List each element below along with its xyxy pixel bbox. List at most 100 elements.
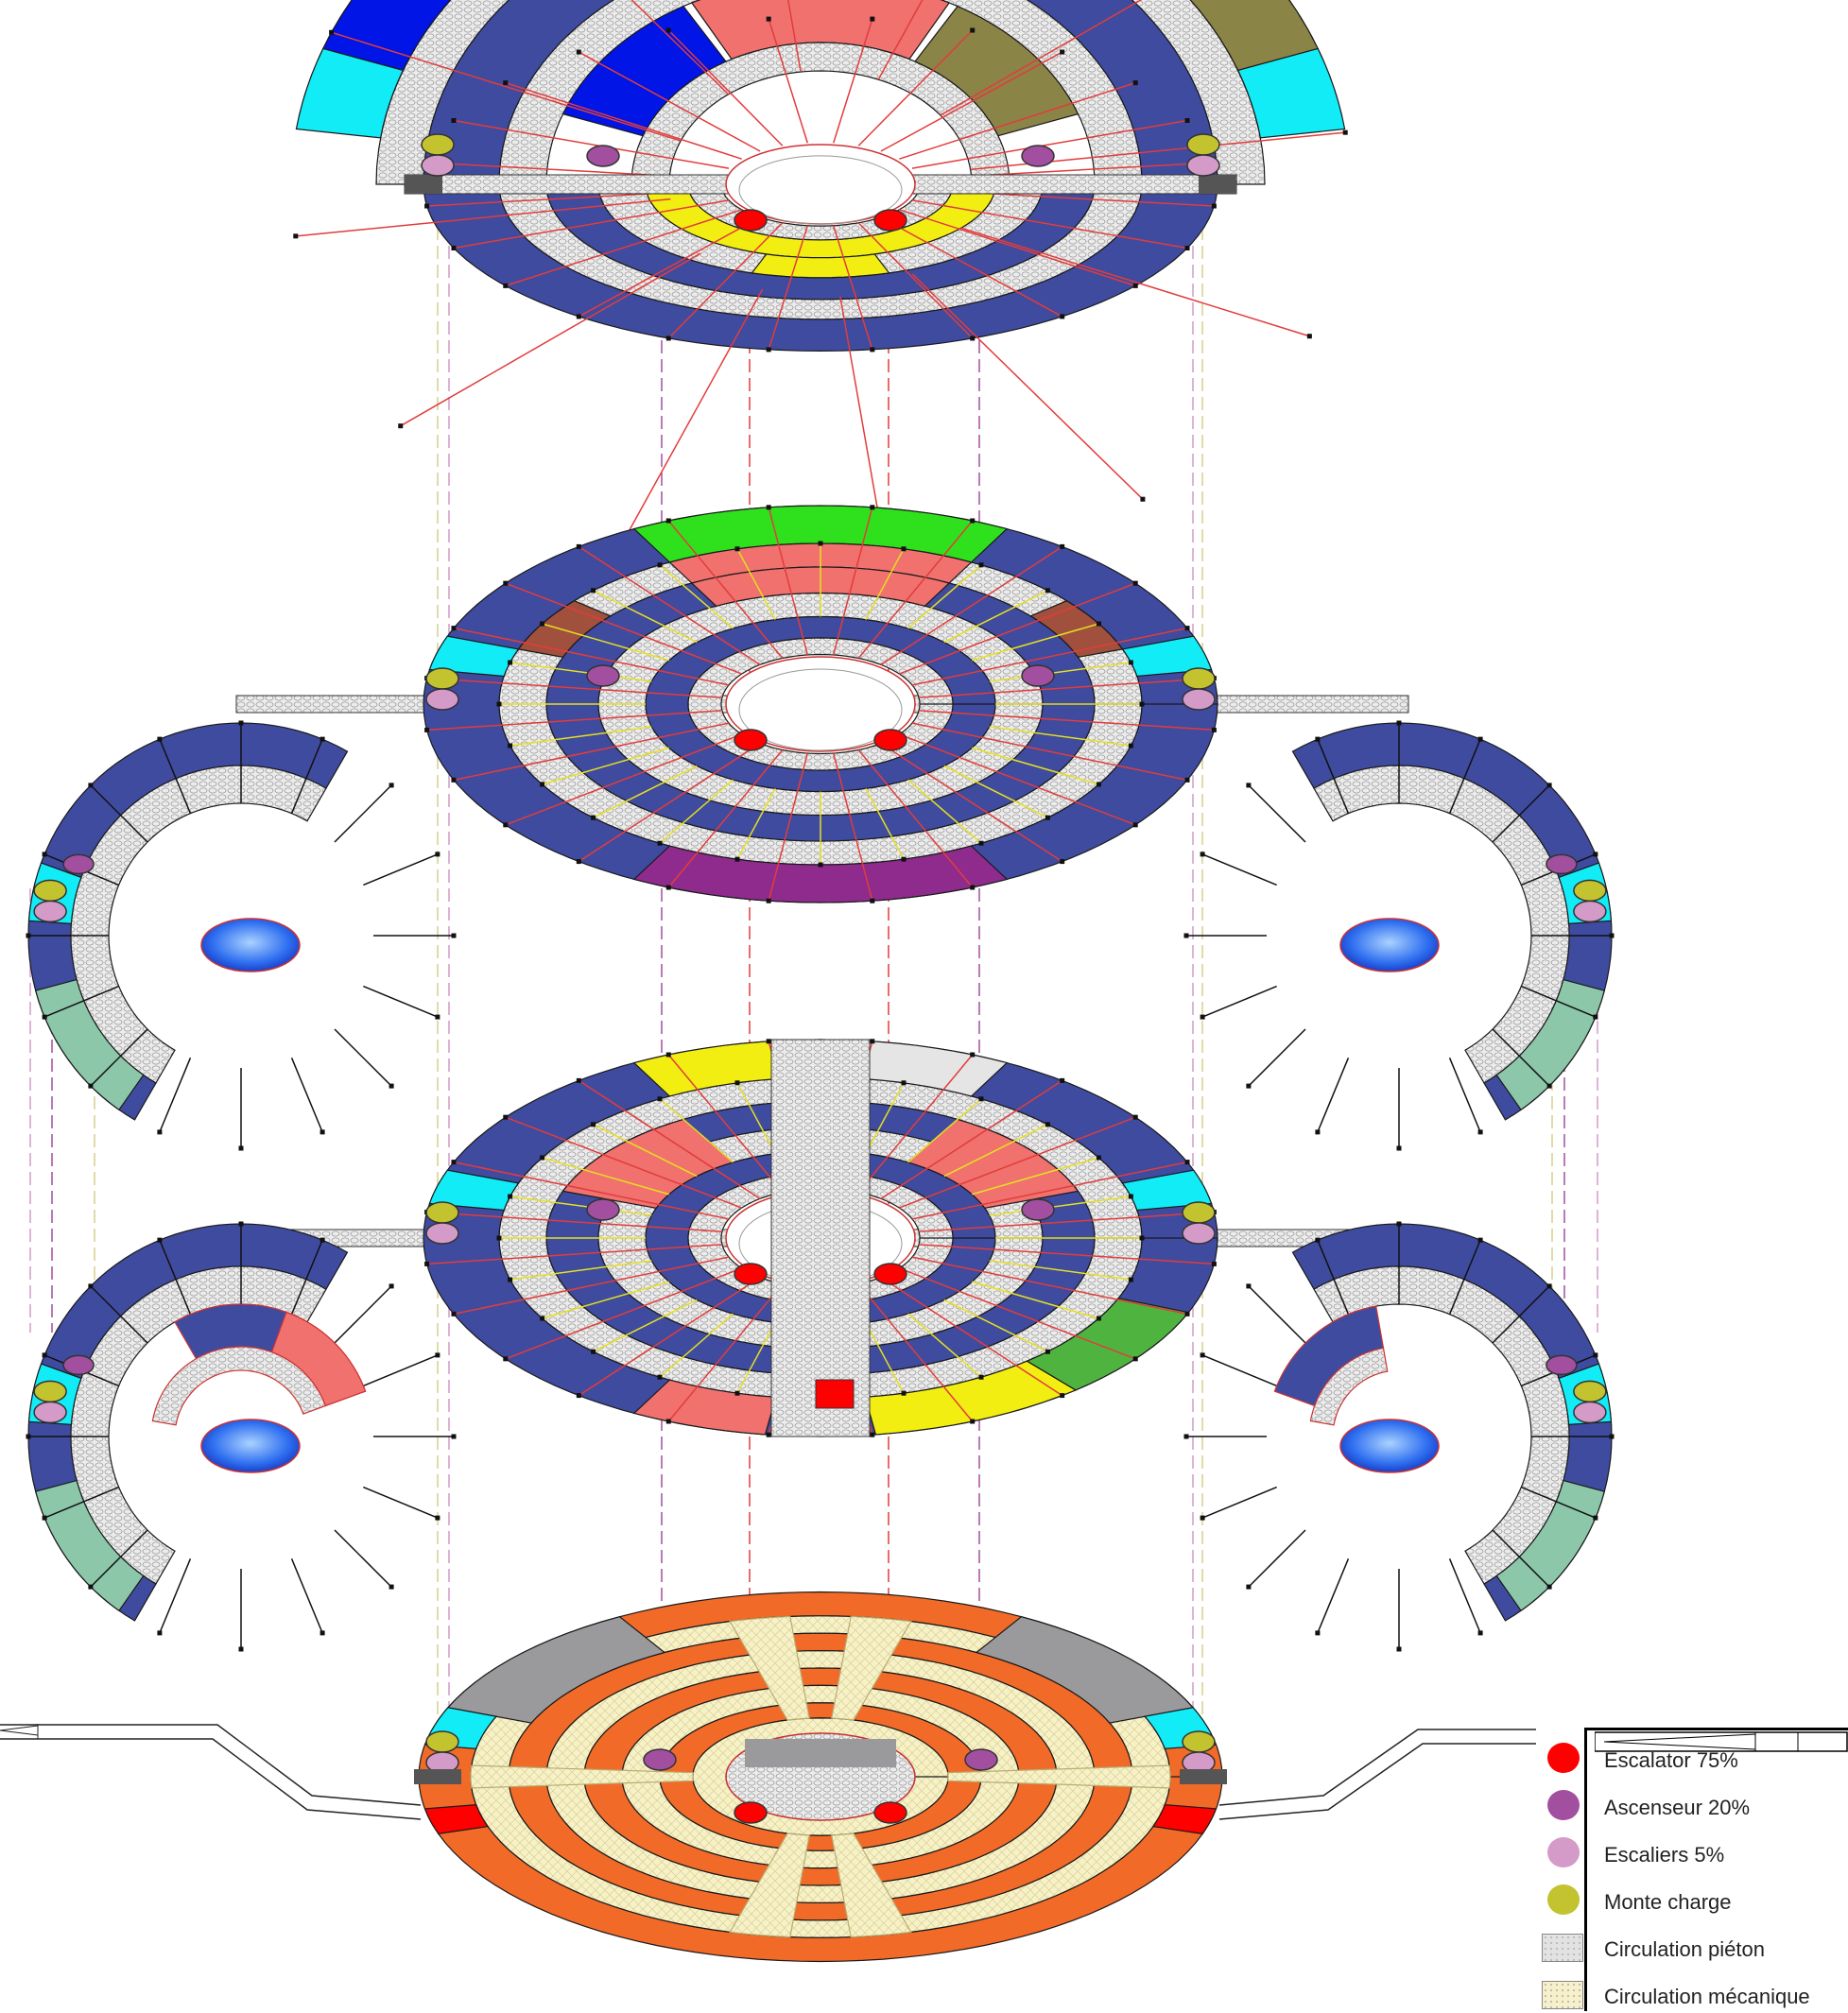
- radial-divider: [505, 582, 742, 675]
- radial-divider: [159, 1058, 192, 1133]
- node-marker: [1342, 129, 1348, 135]
- node-marker: [665, 336, 671, 341]
- node-marker: [238, 1145, 244, 1151]
- radial-divider: [857, 749, 974, 888]
- water-pool: [200, 1419, 301, 1473]
- radial-divider: [1248, 1529, 1306, 1588]
- radial-divider: [899, 1267, 1136, 1360]
- node-marker: [1211, 203, 1217, 209]
- radial-divider: [659, 564, 734, 629]
- wing-corridor: [70, 765, 327, 1084]
- radial-divider: [943, 1299, 1048, 1352]
- node-marker: [503, 1356, 509, 1362]
- radial-divider: [736, 548, 776, 621]
- elevator-right: [1021, 1198, 1055, 1221]
- stairs-marker: [1186, 154, 1220, 177]
- node-marker: [503, 580, 509, 586]
- elevator-right: [1021, 664, 1055, 687]
- upper-olive: [914, 5, 1079, 137]
- wing-teal-unit: [34, 1479, 145, 1612]
- dark-green-unit: [1026, 1298, 1190, 1391]
- node-marker: [970, 27, 976, 33]
- radial-divider: [880, 545, 1063, 665]
- radial-divider: [426, 710, 722, 731]
- node-marker: [978, 840, 984, 846]
- radial-divider: [907, 1098, 982, 1163]
- node-marker: [26, 1434, 31, 1439]
- node-marker: [766, 347, 771, 353]
- node-marker: [591, 815, 596, 820]
- node-marker: [503, 80, 509, 86]
- upper-blue: [561, 5, 727, 137]
- node-marker: [970, 885, 976, 890]
- wing-inner-corridor: [151, 1346, 327, 1426]
- node-marker: [870, 347, 875, 353]
- radial-divider: [907, 779, 982, 844]
- radial-divider: [159, 1239, 192, 1315]
- node-marker: [540, 1316, 545, 1321]
- road-arrow: [0, 1724, 39, 1739]
- radial-divider: [453, 199, 730, 249]
- road-left: [0, 1724, 422, 1806]
- radial-divider: [1448, 1239, 1481, 1315]
- node-marker: [1060, 314, 1065, 319]
- node-marker: [26, 933, 31, 938]
- node-marker: [496, 1235, 502, 1241]
- node-marker: [88, 1283, 94, 1289]
- radial-divider: [880, 51, 1063, 152]
- legend-item: Escaliers 5%: [1536, 1833, 1848, 1871]
- node-marker: [320, 1129, 325, 1135]
- node-marker: [508, 1277, 513, 1282]
- node-marker: [1096, 782, 1101, 787]
- node-marker: [435, 1515, 440, 1521]
- wing-inner-corridor: [1309, 1347, 1389, 1426]
- node-marker: [576, 1393, 581, 1399]
- escalator-right: [873, 729, 907, 751]
- node-marker: [1184, 117, 1190, 123]
- purple-unit: [632, 845, 1009, 903]
- fan-cyan-left: [295, 47, 405, 139]
- radial-divider: [1201, 853, 1277, 886]
- node-marker: [1546, 1083, 1552, 1089]
- radial-divider: [865, 548, 905, 621]
- level-third-plan: [26, 1039, 1615, 1652]
- radial-divider: [659, 1098, 734, 1163]
- radial-divider: [1521, 985, 1597, 1018]
- node-marker: [540, 1155, 545, 1161]
- gray-unit: [446, 1616, 666, 1724]
- level-second-plan: [26, 505, 1615, 1151]
- node-marker: [734, 1080, 740, 1086]
- node-marker: [1200, 1352, 1205, 1358]
- node-marker: [1477, 736, 1483, 742]
- stairs-marker: [1573, 1401, 1607, 1424]
- node-marker: [1200, 1014, 1205, 1020]
- radial-divider: [877, 0, 924, 80]
- elevator-left: [586, 145, 620, 167]
- radial-divider: [667, 520, 784, 659]
- node-marker: [1128, 660, 1133, 665]
- fan-cyan-right: [1236, 47, 1346, 139]
- node-marker: [870, 16, 875, 22]
- stairs-marker: [33, 900, 67, 923]
- radial-divider: [736, 1321, 776, 1394]
- node-marker: [389, 1083, 394, 1089]
- node-marker: [42, 1352, 47, 1358]
- radial-divider: [911, 273, 1144, 500]
- radial-divider: [331, 31, 682, 142]
- node-marker: [389, 783, 394, 788]
- node-marker: [1211, 1261, 1217, 1266]
- node-marker: [1060, 49, 1065, 55]
- legend-swatch: [1547, 1790, 1580, 1820]
- node-marker: [1139, 701, 1145, 707]
- node-marker: [451, 246, 457, 251]
- radial-divider: [943, 765, 1048, 818]
- radial-divider: [363, 985, 439, 1018]
- radial-divider: [972, 623, 1099, 662]
- node-marker: [766, 1432, 771, 1437]
- radial-divider: [832, 18, 873, 144]
- node-marker: [657, 1374, 663, 1380]
- node-marker: [1396, 1145, 1402, 1151]
- radial-divider: [90, 1529, 148, 1588]
- radial-divider: [334, 1529, 392, 1588]
